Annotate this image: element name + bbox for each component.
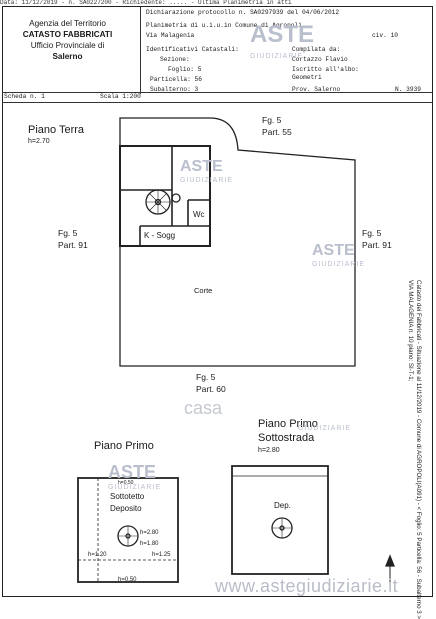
h050-top-label: h=0.50 xyxy=(118,480,134,486)
corte-label: Corte xyxy=(194,286,213,295)
aste-watermark-2: ASTE GIUDIZIARIE xyxy=(180,158,234,185)
identificativi-label: Identificativi Catastali: xyxy=(146,46,239,53)
agency-block: Agenzia del Territorio CATASTO FABBRICAT… xyxy=(5,18,130,62)
aste-watermark-4: ASTE GIUDIZIARIE xyxy=(108,462,162,491)
part91-right-label: Part. 91 xyxy=(362,240,392,250)
h280-label: h=2.80 xyxy=(140,530,159,536)
compilatore-name: Cortazzo Flavio xyxy=(292,56,348,63)
vertical-catasto-text: Catasto dei Fabbricati - Situazione al 1… xyxy=(407,280,422,619)
dichiarazione-text: Dichiarazione protocollo n. SA0297939 de… xyxy=(146,9,340,16)
prov-text: Prov. Salerno xyxy=(292,86,341,93)
footer-watermark: www.astegiudiziarie.it xyxy=(215,576,399,596)
h-sotto-label: h=2.80 xyxy=(258,447,280,454)
part55-label: Part. 55 xyxy=(262,127,292,137)
h180-label: h=1.80 xyxy=(140,541,159,547)
sottostrada-outline xyxy=(231,465,329,575)
header-info-box xyxy=(140,7,434,94)
catasto-title: CATASTO FABBRICATI xyxy=(22,30,113,39)
piano-primo-sotto-label-2: Sottostrada xyxy=(258,432,315,444)
scheda-strip xyxy=(2,92,433,103)
particella-text: Particella: 56 xyxy=(150,76,202,83)
civico-text: civ. 10 xyxy=(372,32,398,39)
h-terra-label: h=2.70 xyxy=(28,138,50,145)
subalterno-text: Subalterno: 3 xyxy=(150,86,199,93)
compilata-label: Compilata da: xyxy=(292,46,341,53)
aste-watermark-3: ASTE GIUDIZIARIE xyxy=(312,242,366,269)
sottotetto-label: Sottotetto xyxy=(110,492,145,501)
aste-watermark-1: ASTE GIUDIZIARIE xyxy=(250,21,315,61)
h125-label: h=1.25 xyxy=(152,552,171,558)
wc-room-label: Wc xyxy=(193,210,205,219)
wc-fixture xyxy=(171,193,181,203)
aste-watermark-5: GIUDIZIARIE xyxy=(298,425,352,432)
scala-label: Scala 1:200 xyxy=(100,93,141,100)
top-info-line: Data: 11/12/2019 - n. SA0227200 - Richie… xyxy=(0,0,292,5)
agency-name: Agenzia del Territorio xyxy=(29,19,106,28)
deposito-label: Deposito xyxy=(110,504,142,513)
part60-label: Part. 60 xyxy=(196,384,226,394)
sezione-text: Sezione: xyxy=(160,56,190,63)
document-frame xyxy=(2,6,433,597)
casa-watermark: casa xyxy=(184,398,223,418)
province-name: Salerno xyxy=(52,52,83,61)
sottotetto-outline xyxy=(77,477,179,583)
numero-text: N. 3939 xyxy=(395,86,421,93)
k-sogg-room-label: K - Sogg xyxy=(144,231,176,240)
dep-room-label: Dep. xyxy=(274,501,291,510)
planimetria-text: Planimetria di u.i.u.in Comune di Agropo… xyxy=(146,22,302,29)
via-text: Via Malagenia xyxy=(146,32,195,39)
h120-label: h=1.20 xyxy=(88,552,107,558)
part91-left-label: Part. 91 xyxy=(58,240,88,250)
iscritto-label: Iscritto all'albo: xyxy=(292,66,359,73)
ufficio-label: Ufficio Provinciale di xyxy=(30,41,105,50)
fg5-label-left: Fg. 5 xyxy=(58,228,78,238)
piano-primo-label: Piano Primo xyxy=(94,440,154,452)
fg5-label-right: Fg. 5 xyxy=(362,228,382,238)
scheda-label: Scheda n. 1 xyxy=(4,93,45,100)
fg5-label-bottom: Fg. 5 xyxy=(196,372,216,382)
piano-primo-sotto-label-1: Piano Primo xyxy=(258,418,318,430)
house-block xyxy=(119,145,211,247)
albo-name: Geometri xyxy=(292,74,322,81)
floor-plan-drawing xyxy=(77,117,395,586)
foglio-text: Foglio: 5 xyxy=(168,66,202,73)
h050-bottom-label: h=0.50 xyxy=(118,577,137,583)
fg5-label-top: Fg. 5 xyxy=(262,115,282,125)
piano-terra-label: Piano Terra xyxy=(28,124,85,136)
corte-outline xyxy=(119,117,356,367)
